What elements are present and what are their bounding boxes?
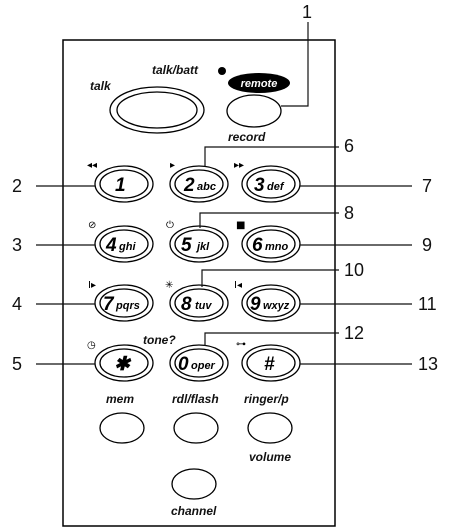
play-icon: ▸ — [170, 160, 175, 171]
key-hash[interactable]: # — [241, 344, 301, 382]
key-lock-icon: ⊶ — [236, 339, 246, 350]
remote-badge: remote — [228, 73, 290, 93]
callout-line-1 — [281, 22, 309, 107]
callout-9: 9 — [422, 235, 432, 255]
key-9-letters: wxyz — [263, 300, 290, 312]
clock-icon: ◷ — [87, 340, 96, 351]
key-5[interactable]: 5 jkl — [169, 225, 229, 263]
delete-icon: ⊘ — [88, 220, 96, 231]
channel-label: channel — [171, 504, 217, 518]
key-2[interactable]: 2 abc — [169, 165, 229, 203]
callout-4: 4 — [12, 294, 22, 314]
record-label: record — [228, 130, 266, 144]
mem-label: mem — [106, 392, 134, 406]
key-4-letters: ghi — [118, 241, 136, 253]
key-8-letters: tuv — [195, 300, 212, 312]
key-6-digit: 6 — [252, 235, 263, 256]
key-7-digit: 7 — [103, 294, 115, 315]
callout-line-12 — [204, 332, 339, 346]
callout-line-8 — [199, 212, 339, 228]
key-8-digit: 8 — [181, 294, 192, 315]
record-button[interactable] — [226, 94, 282, 128]
key-1-digit: 1 — [115, 175, 126, 196]
skip-forward-icon: I▸ — [88, 280, 96, 291]
callout-11: 11 — [418, 294, 437, 314]
key-9[interactable]: 9 wxyz — [241, 284, 301, 322]
key-5-digit: 5 — [181, 235, 192, 256]
key-7-letters: pqrs — [115, 300, 140, 312]
key-star-symbol: ✱ — [114, 354, 132, 375]
callout-10: 10 — [344, 260, 364, 280]
callout-line-10 — [201, 269, 339, 287]
volume-label: volume — [249, 450, 291, 464]
key-7[interactable]: 7 pqrs — [94, 284, 154, 322]
star-symbol-icon: ✳ — [165, 280, 173, 291]
key-3-digit: 3 — [254, 175, 265, 196]
talk-label: talk — [90, 79, 112, 93]
key-2-letters: abc — [197, 181, 216, 193]
callout-1: 1 — [302, 2, 312, 22]
stop-icon: ■ — [236, 220, 245, 231]
talk-button[interactable] — [109, 86, 205, 134]
callout-line-6 — [204, 146, 339, 166]
key-1[interactable]: 1 — [94, 165, 154, 203]
tone-label: tone? — [143, 333, 176, 347]
key-6-letters: mno — [265, 241, 289, 253]
callout-6: 6 — [344, 136, 354, 156]
handset-outline — [62, 39, 336, 527]
key-star[interactable]: ✱ — [94, 344, 154, 382]
key-8[interactable]: 8 tuv — [169, 284, 229, 322]
callout-12: 12 — [344, 323, 364, 343]
mem-button[interactable] — [99, 412, 145, 444]
remote-label: remote — [241, 78, 278, 90]
key-hash-symbol: # — [264, 354, 275, 375]
key-3-letters: def — [267, 181, 285, 193]
callout-3: 3 — [12, 235, 22, 255]
key-6[interactable]: 6 mno — [241, 225, 301, 263]
channel-button[interactable] — [171, 468, 217, 500]
callout-2: 2 — [12, 176, 22, 196]
power-icon: ⏻ — [166, 220, 174, 231]
status-led — [218, 67, 226, 75]
talk-batt-label: talk/batt — [152, 63, 199, 77]
callout-8: 8 — [344, 203, 354, 223]
key-4-digit: 4 — [105, 235, 117, 256]
key-9-digit: 9 — [250, 294, 261, 315]
ringer-volume-button[interactable] — [247, 412, 293, 444]
key-4[interactable]: 4 ghi — [94, 225, 154, 263]
skip-back-icon: I◂ — [234, 280, 242, 291]
key-2-digit: 2 — [183, 175, 195, 196]
callout-13: 13 — [418, 354, 438, 374]
key-0[interactable]: 0 oper — [169, 344, 229, 382]
rdl-flash-button[interactable] — [173, 412, 219, 444]
rewind-icon: ◂◂ — [87, 160, 97, 171]
key-5-letters: jkl — [195, 241, 210, 253]
ringer-p-label: ringer/p — [244, 392, 289, 406]
key-3[interactable]: 3 def — [241, 165, 301, 203]
callout-5: 5 — [12, 354, 22, 374]
fast-forward-icon: ▸▸ — [234, 160, 244, 171]
callout-7: 7 — [422, 176, 432, 196]
rdl-flash-label: rdl/flash — [172, 392, 219, 406]
key-0-digit: 0 — [178, 354, 189, 375]
key-0-letters: oper — [191, 360, 216, 372]
